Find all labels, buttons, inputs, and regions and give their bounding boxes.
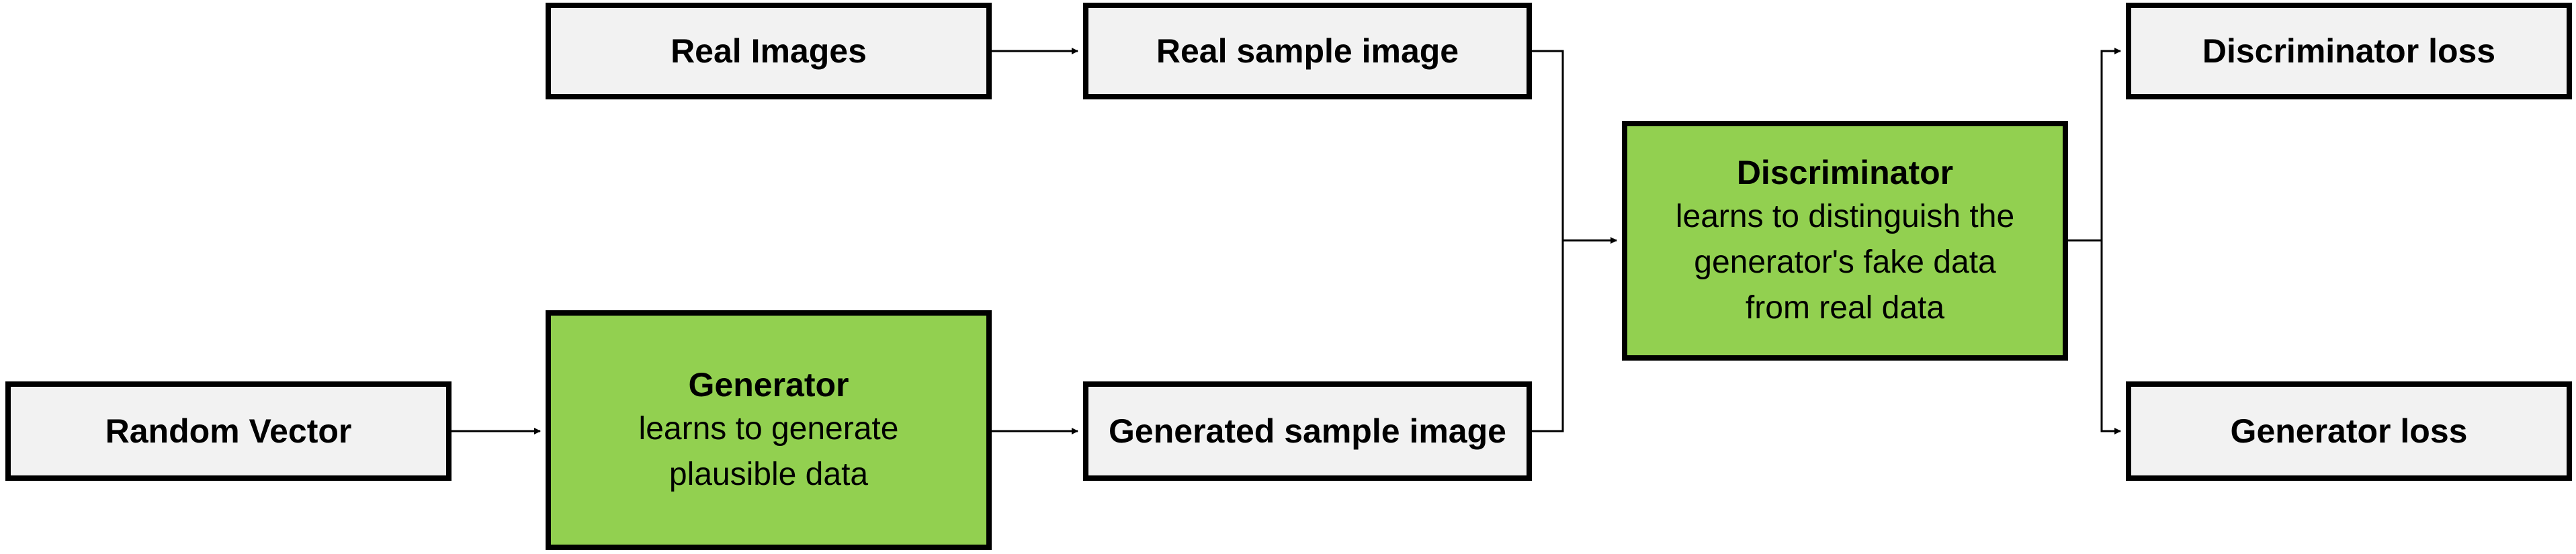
- generated-sample-image-title: Generated sample image: [1109, 412, 1506, 450]
- edge-discriminator-to-discriminator-loss: [2068, 48, 2121, 242]
- generator-loss-node: Generator loss: [2126, 381, 2572, 481]
- random-vector-title: Random Vector: [105, 412, 352, 450]
- generator-loss-title: Generator loss: [2230, 412, 2468, 450]
- discriminator-loss-title: Discriminator loss: [2202, 32, 2496, 70]
- generator-description: learns to generate plausible data: [638, 410, 899, 492]
- discriminator-loss-node: Discriminator loss: [2126, 3, 2572, 99]
- edge-discriminator-to-generator-loss: [2100, 240, 2121, 434]
- discriminator-node: Discriminator learns to distinguish the …: [1622, 121, 2068, 361]
- edge-real-sample-to-discriminator: [1532, 50, 1617, 244]
- generated-sample-image-node: Generated sample image: [1083, 381, 1532, 481]
- real-images-node: Real Images: [546, 3, 992, 99]
- random-vector-node: Random Vector: [5, 381, 452, 481]
- real-sample-image-node: Real sample image: [1083, 3, 1532, 99]
- edge-generated-sample-to-discriminator: [1532, 240, 1564, 432]
- real-sample-image-title: Real sample image: [1156, 32, 1459, 70]
- real-images-title: Real Images: [671, 32, 867, 70]
- discriminator-description: learns to distinguish the generator's fa…: [1675, 198, 2015, 326]
- generator-node: Generator learns to generate plausible d…: [546, 310, 992, 550]
- discriminator-title: Discriminator: [1736, 153, 1954, 191]
- generator-title: Generator: [688, 365, 849, 404]
